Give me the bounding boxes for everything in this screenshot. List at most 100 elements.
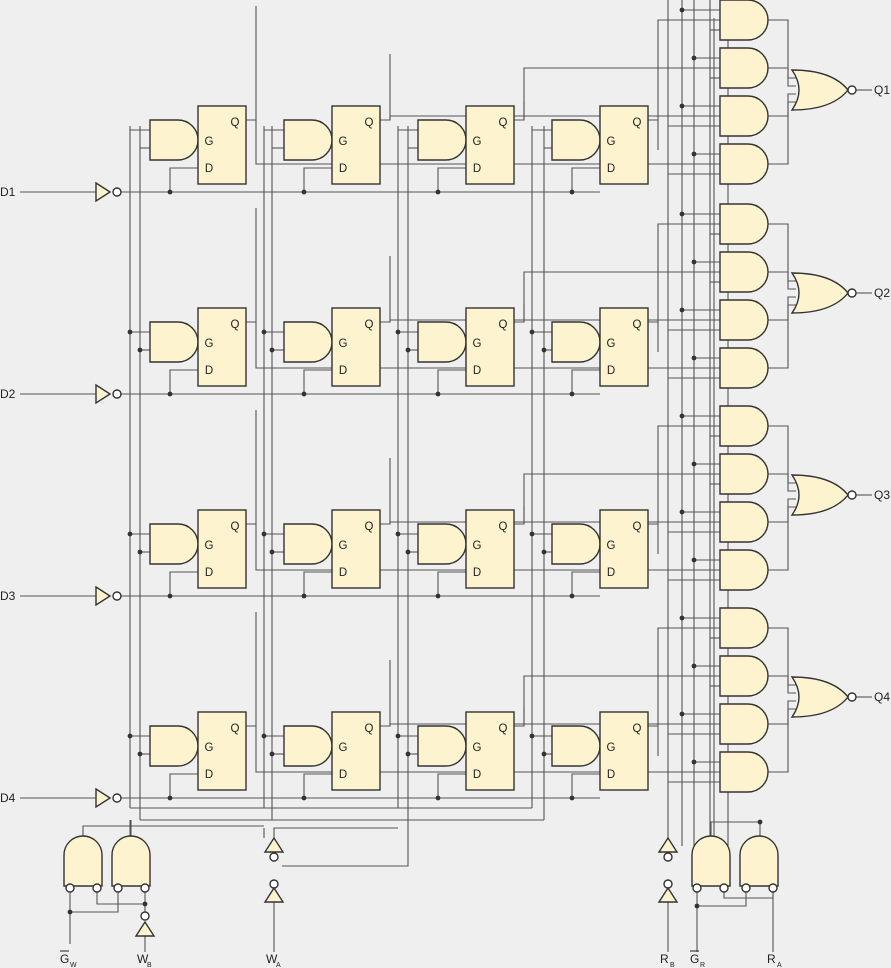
junction-dot [405,751,411,757]
wire [648,321,659,352]
junction-dot [569,593,575,599]
junction-dot [301,391,307,397]
inverter-bubble [113,883,123,893]
latch-d-pin: D [473,769,481,781]
wire [768,700,796,725]
wire [246,208,257,323]
junction-dot [691,663,697,669]
wire [380,521,720,525]
input-label-d4: D4 [0,791,16,805]
junction-dot [167,391,173,397]
wire [169,571,198,596]
latch-g-pin: G [205,136,214,148]
d-latch [599,711,649,791]
latch-d-pin: D [339,769,347,781]
wire [768,708,796,773]
junction-dot [541,751,547,757]
read-decoder-and-gate [691,835,731,887]
wire [380,54,391,121]
latch-d-pin: D [607,163,615,175]
wire [768,67,796,87]
wire [169,369,198,394]
d-latch [465,105,515,185]
latch-q-pin: Q [633,117,642,129]
wire [768,498,796,523]
junction-dot [679,7,685,13]
wire [380,319,720,323]
d-latch [599,105,649,185]
data-input-bubble [112,793,122,803]
d-latch [197,105,247,185]
read-and-gate [719,143,769,185]
junction-dot [167,593,173,599]
latch-g-pin: G [205,742,214,754]
latch-q-pin: Q [231,117,240,129]
output-label-q1: Q1 [874,83,890,97]
wire [768,304,796,369]
wire [768,425,796,484]
control-label-wa: W [266,952,278,966]
wire [768,627,796,686]
data-input-buffer [95,181,112,203]
write-enable-and-gate [417,725,467,767]
wire [768,675,796,694]
junction-dot [569,391,575,397]
latch-q-pin: Q [633,319,642,331]
junction-dot [569,795,575,801]
wire [303,369,332,394]
write-enable-and-gate [551,321,601,363]
read-and-gate [719,0,769,41]
inverter-bubble [692,883,702,893]
latch-d-pin: D [339,365,347,377]
read-nor-gate [790,272,849,314]
d-latch [599,509,649,589]
wire [768,473,796,492]
latch-d-pin: D [473,163,481,175]
data-input-buffer [95,383,112,405]
latch-q-pin: Q [365,319,374,331]
wire [571,369,600,394]
latch-g-pin: G [205,338,214,350]
write-enable-and-gate [283,523,333,565]
control-label-subscript: R [700,962,705,968]
junction-dot [405,549,411,555]
junction-dot [137,549,143,555]
latch-g-pin: G [473,338,482,350]
read-and-gate [719,549,769,591]
wire [768,296,796,321]
wire [514,271,720,323]
junction-dot [691,259,697,265]
d-latch [331,711,381,791]
latch-d-pin: D [339,567,347,579]
read-and-gate [719,607,769,649]
wire [648,223,720,323]
junction-dot [679,307,685,313]
wa-buffer [263,836,285,853]
control-label-subscript: B [147,962,152,968]
latch-d-pin: D [205,769,213,781]
wire [246,6,257,121]
junction-dot [694,903,700,909]
read-and-gate [719,47,769,89]
d-latch [465,509,515,589]
read-nor-gate [790,474,849,516]
latch-q-pin: Q [231,521,240,533]
wire [768,223,796,282]
latch-q-pin: Q [499,521,508,533]
junction-dot [529,733,535,739]
write-decoder-and-gate [111,835,151,887]
control-label-gr: G [690,952,699,966]
d-latch [465,307,515,387]
junction-dot [435,189,441,195]
inverter-bubble [741,883,751,893]
latch-q-pin: Q [365,723,374,735]
junction-dot [757,819,763,825]
write-enable-and-gate [417,523,467,565]
junction-dot [167,189,173,195]
junction-dot [301,189,307,195]
wire [768,271,796,290]
control-label-subscript: A [276,962,281,968]
d-latch [465,711,515,791]
read-nor-gate [790,69,849,111]
rb-buffer [657,836,679,853]
